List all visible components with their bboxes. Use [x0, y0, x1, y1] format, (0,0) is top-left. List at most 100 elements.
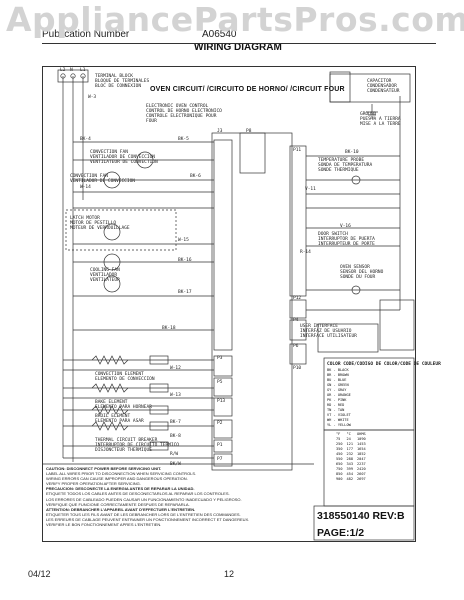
wire-tag: W-3 [88, 95, 97, 100]
wire-tag: R/W [170, 452, 179, 457]
label-convection-fan-b2: VENTILADOR DE CONVECCION [70, 179, 136, 184]
wire-tag: V-11 [305, 187, 316, 192]
wire-tag: BK-5 [178, 137, 189, 142]
table-cell: 350 [336, 447, 343, 451]
label-probe-3: SONDE THERMIQUE [318, 168, 359, 173]
connector-p4: P4 [293, 318, 299, 323]
color-code-entry: PK - PINK [327, 398, 347, 402]
color-code-entry: OR - ORANGE [327, 393, 351, 397]
table-cell: 2047 [357, 457, 366, 461]
table-cell: 482 [346, 477, 354, 481]
table-cell: 121 [346, 442, 354, 446]
table-cell: 750 [336, 467, 343, 471]
caution-line: VERIFIER LE BON FONCTIONNEMENT APRES L'E… [46, 522, 162, 528]
label-sensor-3: SONDE DU FOUR [340, 275, 376, 280]
document-page: PAGE:1/2 [317, 527, 365, 539]
wire-tag: BK-6 [190, 174, 201, 179]
wire-tag: W-13 [170, 393, 181, 398]
caution-line: VERIFY PROPER OPERATION AFTER SERVICING. [46, 481, 141, 487]
label-door-1: DOOR SWITCH [318, 232, 348, 237]
wire-tag: BK-18 [162, 326, 176, 331]
label-ground-1: GROUND [360, 112, 377, 117]
wire-tag: BK-4 [80, 137, 91, 142]
table-cell: 2237 [357, 462, 366, 466]
table-cell: 2420 [357, 467, 366, 471]
color-code-entry: VT - VIOLET [327, 413, 351, 417]
table-header: OHMS [357, 432, 366, 436]
color-code-entry: GY - GRAY [327, 388, 347, 392]
label-capacitor-1: CAPACITOR [367, 79, 392, 84]
color-code-list: BK - BLACK BR - BROWN BU - BLUE GN - GRE… [327, 368, 351, 428]
label-ui-2: INTERFAZ DE USUARIO [300, 329, 352, 334]
color-code-entry: RD - RED [327, 403, 345, 407]
label-convection-fan-1: CONVECTION FAN [90, 150, 128, 155]
label-ground-2: PUESTA A TIERRA [360, 117, 401, 122]
watermark: AppliancePartsPros.com [6, 0, 464, 39]
pin-l2: L2 [60, 68, 66, 73]
label-ui-1: USER INTERFACE [300, 324, 338, 329]
table-cell: 399 [346, 467, 354, 471]
caution-line: CAUTION: DISCONNECT POWER BEFORE SERVICI… [46, 466, 162, 471]
connector-p10: P10 [293, 366, 302, 371]
pin-l1: L1 [80, 68, 86, 73]
table-cell: 75 [336, 437, 341, 441]
connector-p5: P5 [217, 380, 223, 385]
header: Publication Number A06540 WIRING DIAGRAM [0, 29, 464, 53]
table-cell: 550 [336, 457, 343, 461]
table-cell: 2607 [357, 472, 366, 476]
table-cell: 1453 [357, 442, 366, 446]
table-header-row: °F °C OHMS [334, 432, 368, 437]
table-cell: 250 [336, 442, 343, 446]
table-cell: 454 [346, 472, 354, 476]
label-convection-fan-2: VENTILADOR DE CONVECCION [90, 155, 156, 160]
label-door-2: INTERRUPTOR DE PUERTA [318, 237, 375, 242]
table-cell: 650 [336, 462, 343, 466]
eoc-label-2: CONTROL DE HORNO ELECTRONICO [146, 109, 222, 114]
label-cooling-fan-2: VENTILADOR [90, 273, 118, 278]
color-code-entry: BU - BLUE [327, 378, 347, 382]
table-cell: 177 [346, 447, 354, 451]
caution-line: LOS ERRORES DE CABLEADO PUEDEN CAUSAR UN… [46, 496, 242, 502]
pin-n: N [70, 68, 73, 73]
label-door-3: INTERRUPTEUR DE PORTE [318, 242, 375, 247]
caution-line: LES ERREURS DE CABLAGE PEUVENT ENTRAINER… [46, 516, 250, 522]
eoc-label-4: FOUR [146, 119, 157, 124]
table-cell: 450 [336, 452, 343, 456]
page-title: WIRING DIAGRAM [194, 42, 282, 53]
label-tcb-1: THERMAL CIRCUIT BREAKER [95, 438, 158, 443]
label-latch-3: MOTEUR DE VERROUILLAGE [70, 226, 130, 231]
label-cooling-fan-1: COOLING FAN [90, 268, 120, 273]
wire-tag: BK-8 [170, 434, 181, 439]
circuit-title: OVEN CIRCUIT/ /CIRCUITO DE HORNO/ /CIRCU… [150, 86, 345, 93]
connector-p1: P1 [217, 443, 223, 448]
label-convection-fan-3: VENTILATEUR DE CONVECTION [90, 160, 158, 165]
part-number-label: A06540 [202, 29, 237, 40]
label-conv-element-1: CONVECTION ELEMENT [95, 372, 144, 377]
connector-p13: P13 [217, 399, 226, 404]
caution-text: CAUTION: DISCONNECT POWER BEFORE SERVICI… [46, 466, 318, 527]
color-code-entry: TN - TAN [327, 408, 345, 412]
terminal-label-2: BLOQUE DE TERMINALES [95, 79, 150, 84]
header-rule [42, 43, 436, 44]
wire-tag: W-14 [80, 185, 91, 190]
color-code-entry: BR - BROWN [327, 373, 349, 377]
connector-j3: J3 [217, 129, 223, 134]
connector-p6: P6 [293, 344, 299, 349]
document-part-number: 318550140 REV:B [317, 510, 405, 522]
footer-date: 04/12 [28, 569, 51, 579]
table-cell: 1654 [357, 447, 366, 451]
wire-tag: BK-16 [178, 258, 192, 263]
diagram-frame [42, 66, 416, 542]
table-cell: 2697 [357, 477, 366, 481]
wire-tag: W-12 [170, 366, 181, 371]
